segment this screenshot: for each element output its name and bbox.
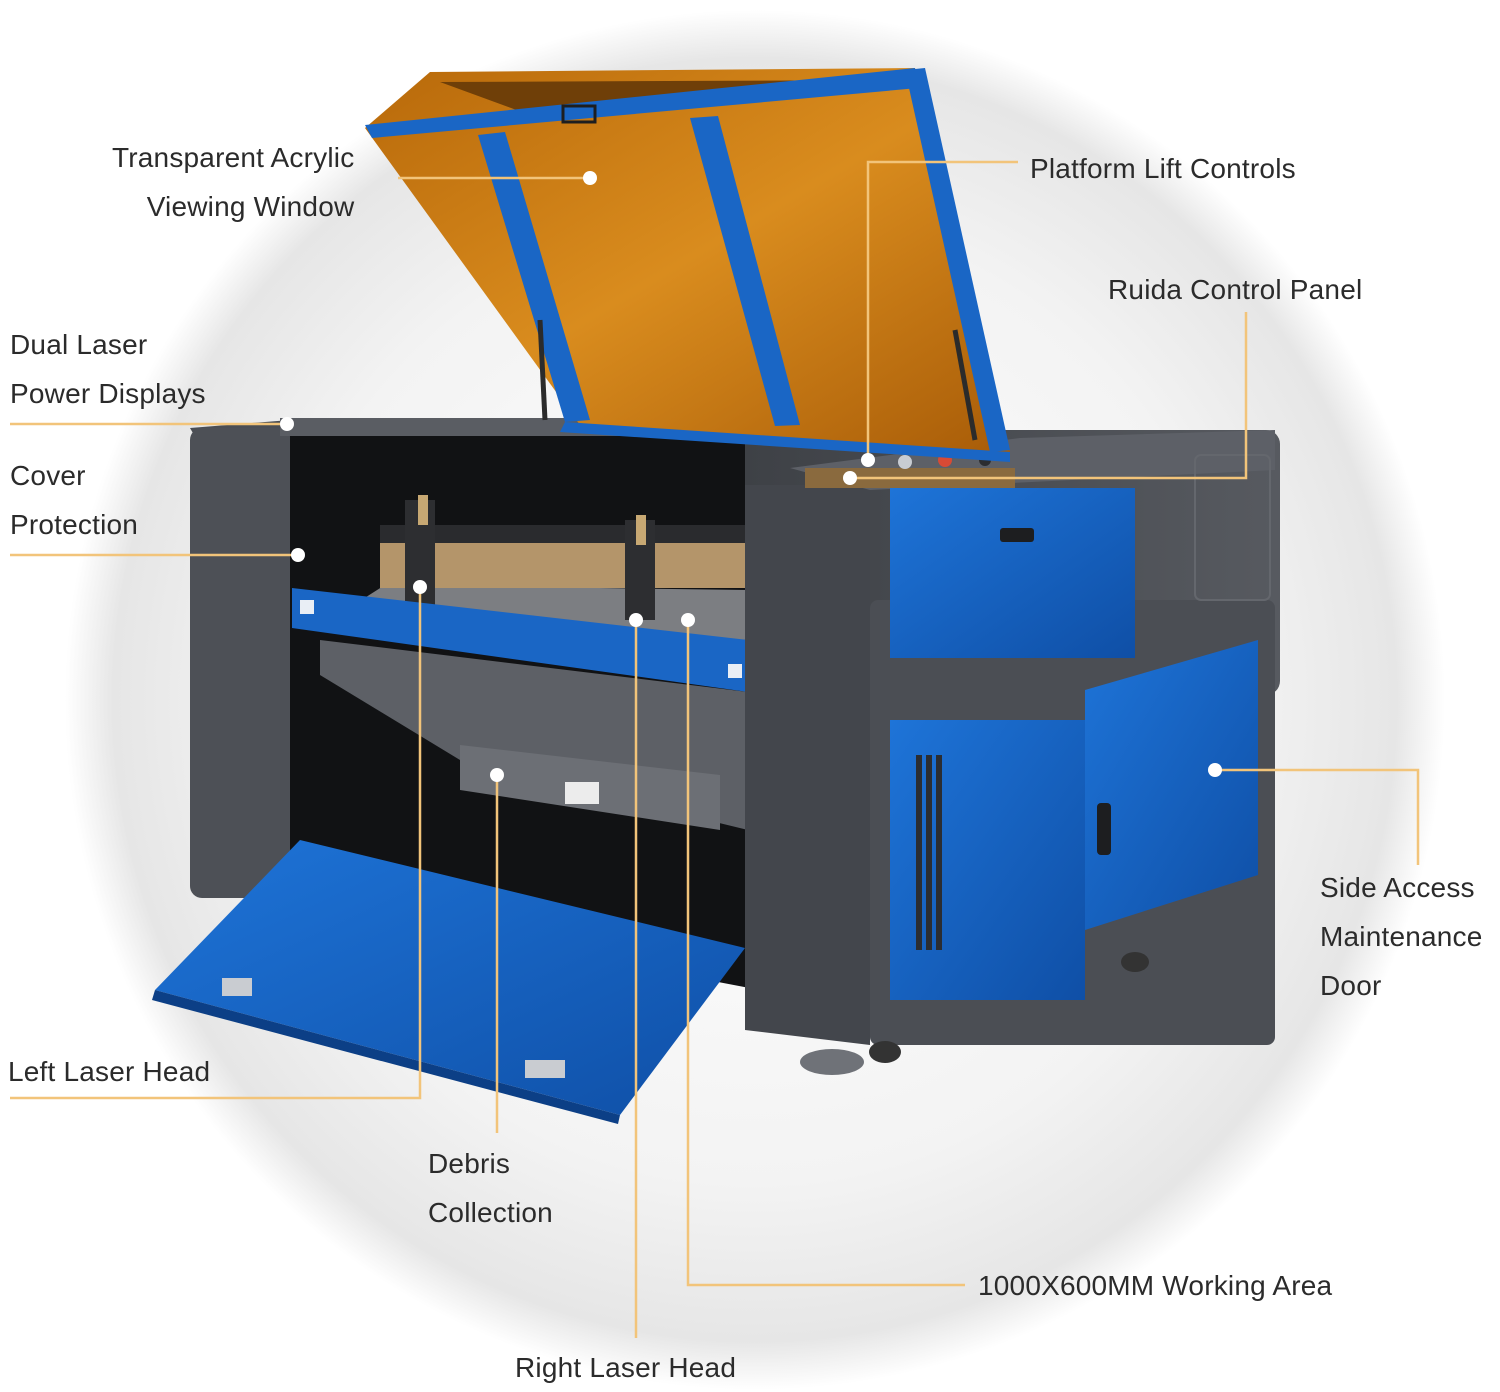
callout-leaders <box>10 160 1420 1338</box>
dot-left-head <box>413 580 427 594</box>
dot-acrylic-window <box>583 171 597 185</box>
callout-dots <box>280 171 1222 782</box>
dot-debris <box>490 768 504 782</box>
label-left-head: Left Laser Head <box>8 1056 211 1087</box>
leader-working-area <box>686 620 965 1287</box>
dot-working-area <box>681 613 695 627</box>
label-ruida-panel: Ruida Control Panel <box>1108 274 1363 305</box>
leader-left-head <box>10 587 422 1100</box>
leader-side-door <box>1215 768 1420 865</box>
machine-illustration <box>152 68 1280 1124</box>
leader-platform-lift <box>866 160 1018 460</box>
dot-cover-protection <box>291 548 305 562</box>
dot-power-displays <box>280 417 294 431</box>
dot-side-door <box>1208 763 1222 777</box>
label-working-area: 1000X600MM Working Area <box>978 1270 1333 1301</box>
dot-right-head <box>629 613 643 627</box>
dot-platform-lift <box>861 453 875 467</box>
leader-ruida-panel <box>850 312 1248 480</box>
label-right-head: Right Laser Head <box>515 1352 737 1383</box>
label-platform-lift: Platform Lift Controls <box>1030 153 1296 184</box>
dot-ruida-panel <box>843 471 857 485</box>
